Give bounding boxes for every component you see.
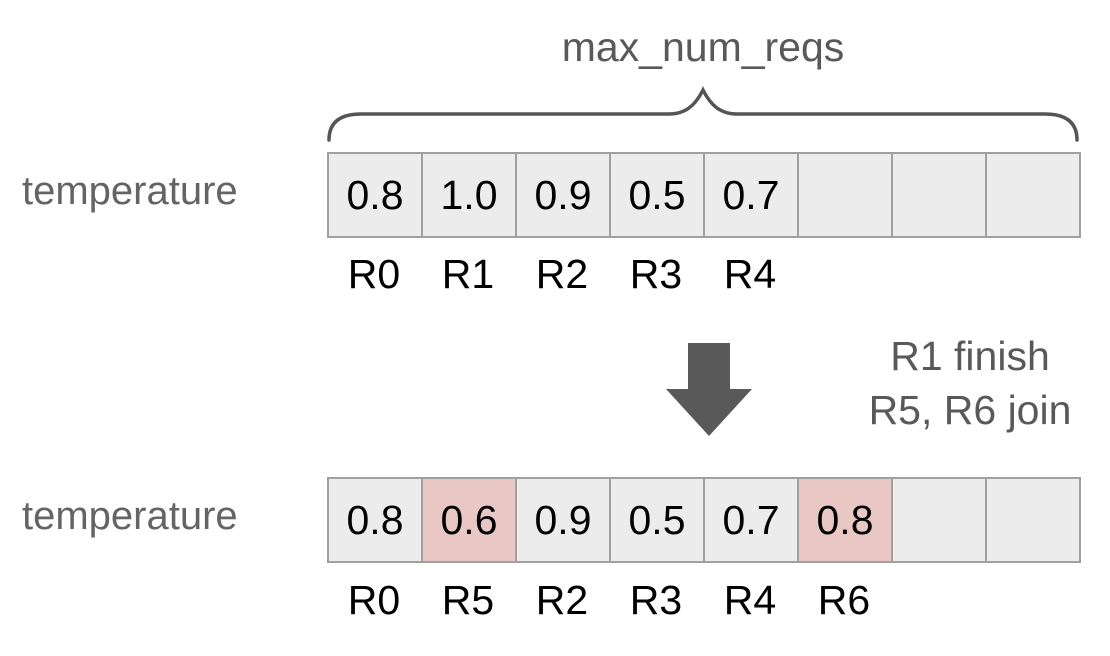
array-cell: 1.0 — [423, 154, 515, 236]
transition-line-2: R5, R6 join — [868, 387, 1072, 433]
array-cell-empty — [893, 479, 985, 561]
array-cell-highlighted: 0.8 — [799, 479, 891, 561]
req-label: R0 — [347, 577, 401, 623]
array-cell-empty — [893, 154, 985, 236]
req-label — [985, 577, 1079, 624]
req-label: R4 — [723, 251, 777, 297]
array-cell: 0.5 — [611, 154, 703, 236]
req-label: R2 — [535, 577, 589, 623]
row-label-temperature-top: temperature — [22, 169, 238, 213]
req-label: R1 — [441, 251, 495, 297]
array-cell-empty — [987, 479, 1079, 561]
array-cell: 0.8 — [329, 154, 421, 236]
array-cell-empty — [799, 154, 891, 236]
array-cell: 0.8 — [329, 479, 421, 561]
row-label-temperature-bottom: temperature — [22, 494, 238, 538]
request-labels-bottom: R0 R5 R2 R3 R4 R6 — [327, 577, 1079, 624]
array-cell-empty — [987, 154, 1079, 236]
req-label: R3 — [629, 251, 683, 297]
req-label — [891, 577, 985, 624]
down-arrow-icon — [666, 343, 752, 436]
req-label — [797, 251, 891, 298]
array-cell: 0.7 — [705, 479, 797, 561]
array-cell: 0.9 — [517, 154, 609, 236]
array-cell-highlighted: 0.6 — [423, 479, 515, 561]
req-label: R3 — [629, 577, 683, 623]
req-label: R5 — [441, 577, 495, 623]
array-top: 0.8 1.0 0.9 0.5 0.7 — [327, 152, 1081, 238]
request-labels-top: R0 R1 R2 R3 R4 — [327, 251, 1079, 298]
req-label: R0 — [347, 251, 401, 297]
req-label — [985, 251, 1079, 298]
array-bottom: 0.8 0.6 0.9 0.5 0.7 0.8 — [327, 477, 1081, 563]
curly-brace — [327, 86, 1079, 142]
array-cell: 0.7 — [705, 154, 797, 236]
array-cell: 0.5 — [611, 479, 703, 561]
max-num-reqs-title: max_num_reqs — [561, 24, 845, 70]
req-label — [891, 251, 985, 298]
transition-line-1: R1 finish — [890, 333, 1050, 379]
req-label: R2 — [535, 251, 589, 297]
transition-annotation: R1 finish R5, R6 join — [830, 329, 1110, 437]
req-label: R6 — [817, 577, 871, 623]
req-label: R4 — [723, 577, 777, 623]
array-cell: 0.9 — [517, 479, 609, 561]
